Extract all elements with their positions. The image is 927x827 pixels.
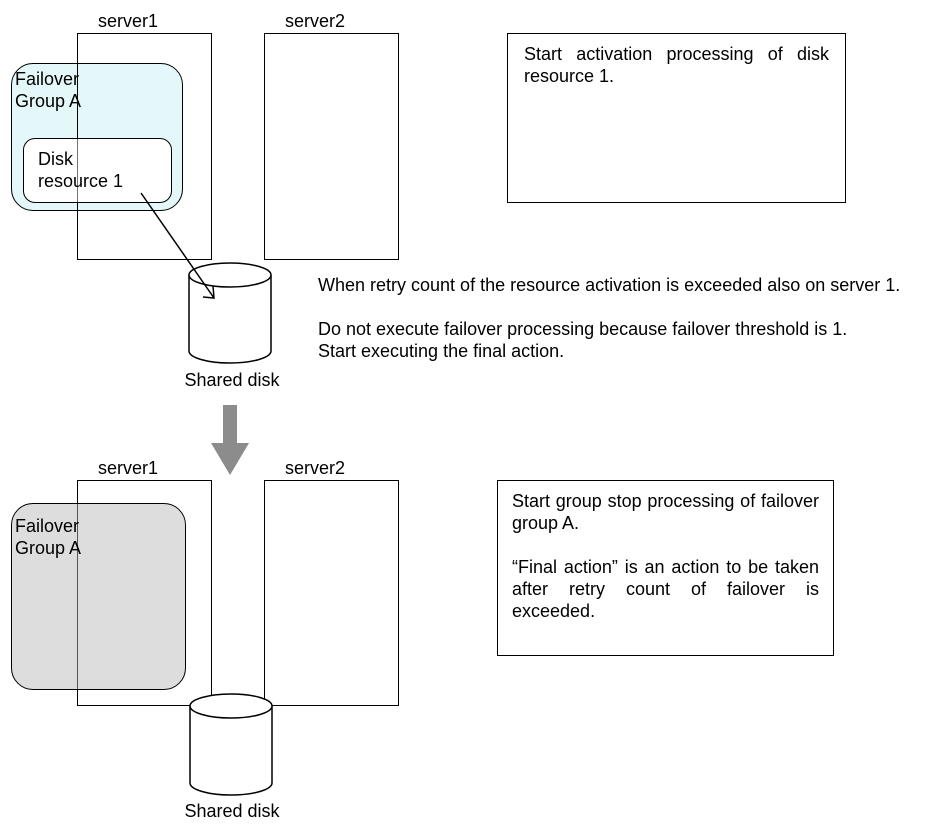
middle-line3: Start executing the final action. xyxy=(318,341,565,361)
middle-description: When retry count of the resource activat… xyxy=(318,274,918,362)
top-resource-label: Disk resource 1 xyxy=(38,149,124,191)
top-shared-disk-icon xyxy=(188,262,272,364)
middle-line2: Do not execute failover processing becau… xyxy=(318,319,848,339)
top-note-text: Start activation processing of disk reso… xyxy=(524,44,829,86)
top-disk-label: Shared disk xyxy=(184,370,280,390)
bottom-note-line2: “Final action” is an action to be taken … xyxy=(512,557,819,621)
top-server2-label: server2 xyxy=(285,11,346,31)
top-server1-edge-line xyxy=(77,63,78,211)
bottom-note-box: Start group stop processing of failover … xyxy=(497,480,834,656)
bottom-server2-label: server2 xyxy=(285,458,346,478)
bottom-disk-label: Shared disk xyxy=(184,801,280,821)
top-server1-label: server1 xyxy=(98,11,159,31)
bottom-group-label: Failover Group A xyxy=(15,516,82,558)
top-group-label: Failover Group A xyxy=(15,69,82,111)
bottom-shared-disk-icon xyxy=(189,693,273,796)
bottom-server2-box xyxy=(264,480,399,706)
middle-line1: When retry count of the resource activat… xyxy=(318,275,901,295)
bottom-server1-label: server1 xyxy=(98,458,159,478)
top-note-box: Start activation processing of disk reso… xyxy=(507,33,846,203)
top-disk-resource-1 xyxy=(23,138,172,203)
bottom-note-line1: Start group stop processing of failover … xyxy=(512,491,819,533)
bottom-server1-edge-line xyxy=(77,503,78,690)
top-server2-box xyxy=(264,33,399,260)
bottom-failover-group-a xyxy=(11,503,186,690)
transition-arrow-icon xyxy=(211,405,249,475)
